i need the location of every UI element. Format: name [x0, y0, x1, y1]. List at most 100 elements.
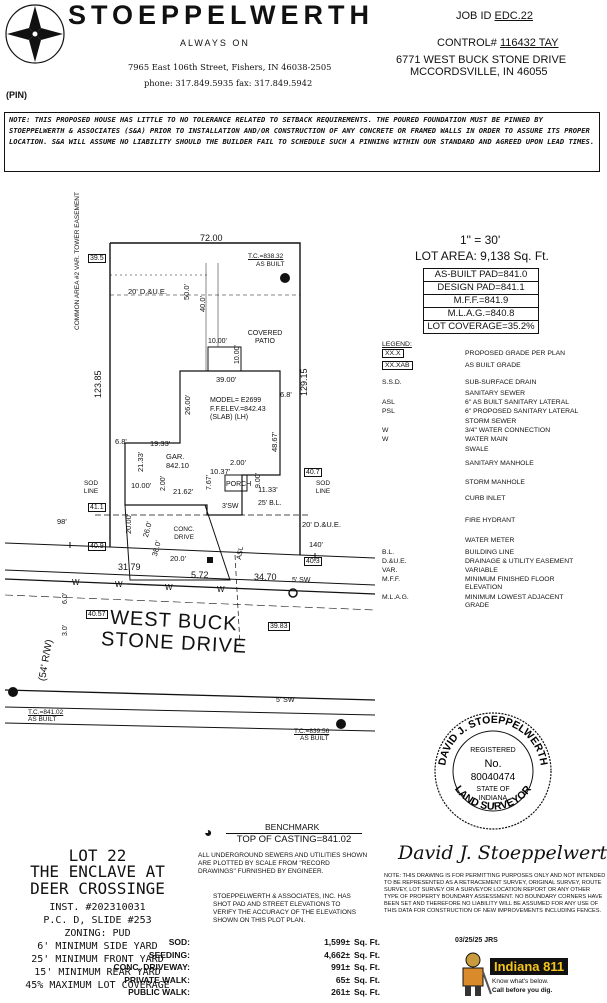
- covered-patio-label: COVERED PATIO: [247, 330, 283, 345]
- grade-label: 39.5: [88, 254, 106, 263]
- area-unit: Sq. Ft.: [354, 962, 380, 972]
- area-value: 261±: [331, 987, 350, 997]
- indiana811-tagline1: Know what's below.: [492, 978, 549, 985]
- tc-left: T.C.=841.02: [28, 709, 64, 716]
- control-number: CONTROL# 116432 TAY: [437, 37, 559, 49]
- sidewalk-line: [4, 706, 376, 716]
- covered-patio: [207, 346, 242, 372]
- conc-drive-label: CONC. DRIVE: [173, 526, 195, 541]
- house-footprint: [124, 370, 281, 516]
- tc-right: T.C.=839.56: [294, 728, 330, 735]
- plot-plan: [4, 242, 376, 732]
- dim-label: 3.0': [62, 624, 69, 636]
- lot-area: LOT AREA: 9,138 Sq. Ft.: [415, 249, 549, 263]
- dim-right: 129.15: [299, 368, 309, 396]
- tc-left-sub: AS BUILT: [28, 716, 57, 723]
- lot-number: LOT 22: [68, 846, 127, 865]
- sod-line-right: SOD LINE: [315, 480, 331, 495]
- seal-state: INDIANA: [479, 795, 508, 802]
- legend-symbol: M.F.F.: [382, 576, 401, 583]
- water-label: W: [165, 583, 173, 592]
- legend-description: GRADE: [465, 602, 490, 609]
- legend-description: SUB-SURFACE DRAIN: [465, 379, 537, 386]
- legend-description: AS BUILT GRADE: [465, 362, 521, 369]
- building-line-label: 25' B.L.: [258, 500, 282, 507]
- area-unit: Sq. Ft.: [354, 987, 380, 997]
- dim-label: 39.00': [216, 375, 237, 384]
- subdivision-line2: DEER CROSSINGE: [30, 879, 165, 898]
- surveyor-seal: DAVID J. STOEPPELWERTH LAND SURVEYOR REG…: [434, 712, 552, 830]
- common-area-label: COMMON AREA #2 VAR. TOWER EASEMENT: [74, 192, 81, 330]
- legend-description: SWALE: [465, 446, 489, 453]
- legend-description: MINIMUM LOWEST ADJACENT: [465, 594, 564, 601]
- zoning: ZONING: PUD: [64, 928, 131, 939]
- dim-98: 98': [57, 517, 67, 526]
- elevations-note: STOEPPELWERTH & ASSOCIATES, INC. HAS SHO…: [213, 893, 357, 924]
- easement-top: 20' D.&U.E.: [128, 287, 167, 296]
- elevation-row: LOT COVERAGE=35.2%: [427, 321, 535, 332]
- area-label: PRIVATE WALK:: [124, 974, 190, 985]
- dim-140: 140': [309, 540, 323, 549]
- seal-no-label: No.: [484, 758, 501, 770]
- rear-yard: 15' MINIMUM REAR YARD: [34, 967, 161, 978]
- sod-line-left: SOD LINE: [83, 480, 99, 495]
- legend-description: STORM MANHOLE: [465, 479, 525, 486]
- legend-symbol: PSL: [382, 408, 395, 415]
- legend-description: WATER METER: [465, 537, 515, 544]
- legend-row: B.L.BUILDING LINE: [382, 548, 514, 558]
- company-address: 7965 East 106th Street, Fishers, IN 4603…: [128, 62, 332, 72]
- tc-top: T.C.=838.32: [248, 253, 284, 260]
- legend-symbol: W: [382, 436, 389, 443]
- area-value: 65±: [335, 974, 350, 985]
- right-of-way-line: [4, 722, 376, 732]
- porch-label: PORCH: [226, 481, 252, 488]
- legend-row: W 3/4" WATER CONNECTION: [382, 426, 550, 436]
- dim-label: 10.37': [210, 467, 231, 476]
- front-yard: 25' MINIMUM FRONT YARD: [31, 954, 164, 965]
- address-line1: 6771 WEST BUCK STONE DRIVE: [396, 54, 567, 66]
- sidewalk-label: 3'SW: [222, 503, 239, 510]
- compass-logo-icon: [5, 4, 65, 64]
- elevation-row: M.F.F.=841.9: [424, 295, 538, 308]
- area-label: PUBLIC WALK:: [128, 987, 190, 997]
- benchmark-title: BENCHMARK: [265, 822, 320, 832]
- dim-label: 10.00': [131, 481, 152, 490]
- company-tagline: ALWAYS ON: [180, 38, 250, 48]
- legend-description: PROPOSED GRADE PER PLAN: [465, 350, 566, 357]
- dim-label: 34.70: [254, 572, 277, 582]
- address-line2: MCCORDSVILLE, IN 46055: [410, 66, 548, 78]
- indiana811-logo: Indiana 811: [490, 958, 569, 975]
- dim-50: 50.0': [182, 283, 191, 300]
- drawing-date: 03/25/25 JRS: [455, 937, 498, 944]
- scale: 1" = 30': [460, 233, 501, 247]
- legend-symbol: XX.XAB: [382, 361, 413, 370]
- legend-description: CURB INLET: [465, 495, 506, 502]
- seal-state-of: STATE OF: [476, 786, 509, 793]
- legend-description: FIRE HYDRANT: [465, 517, 516, 524]
- dim-label: 31.79: [118, 562, 141, 572]
- legend-description: 3/4" WATER CONNECTION: [465, 427, 551, 434]
- indiana811-digger-icon: [462, 952, 492, 996]
- legend-symbol: W: [382, 427, 389, 434]
- legend-symbol: D.&U.E.: [382, 558, 407, 565]
- water-label: W: [72, 578, 80, 587]
- sanitary-manhole-icon: [280, 273, 290, 283]
- legend-row: S.S.D.SUB-SURFACE DRAIN: [382, 378, 536, 388]
- water-label: W: [115, 580, 123, 589]
- dim-label: 6.0': [62, 592, 69, 604]
- indiana811-tagline2: Call before you dig.: [492, 987, 553, 994]
- legend-row: PSL 6" PROPOSED SANITARY LATERAL: [382, 407, 578, 417]
- area-value: 991±: [331, 962, 350, 972]
- curb-line: [4, 578, 376, 595]
- legend-description: SANITARY SEWER: [465, 390, 526, 397]
- legend-description: 6" PROPOSED SANITARY LATERAL: [465, 408, 579, 415]
- sidewalk-label: 5' SW: [292, 577, 311, 584]
- legend-title: LEGEND:: [382, 341, 412, 348]
- dim-label: 19.33': [150, 439, 171, 448]
- dim-label: 20.00': [124, 513, 133, 534]
- area-unit: Sq. Ft.: [354, 949, 380, 960]
- tc-right-sub: AS BUILT: [300, 735, 329, 742]
- dim-left: 123.85: [93, 370, 103, 398]
